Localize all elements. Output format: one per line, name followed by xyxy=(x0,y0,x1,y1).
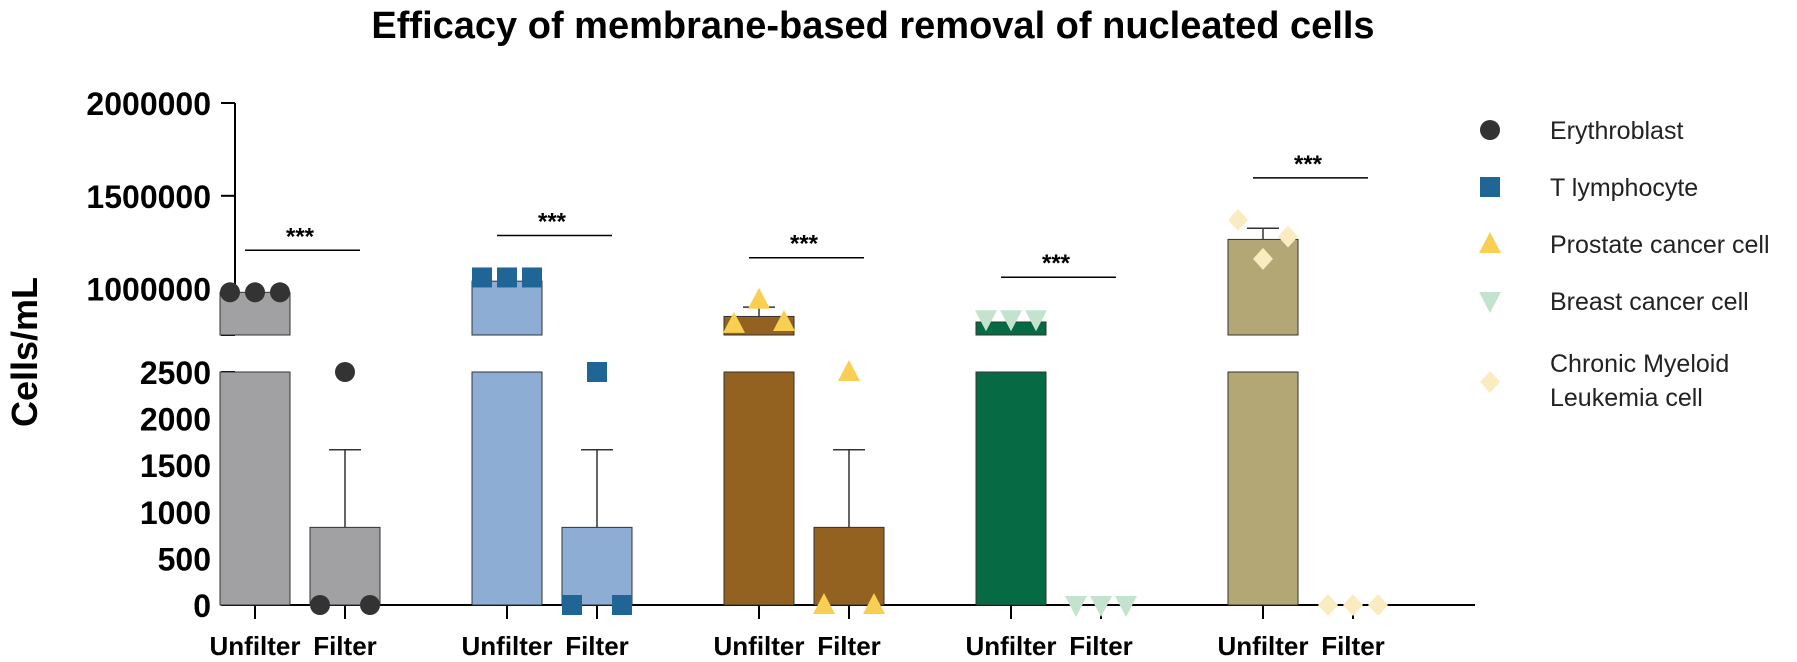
data-point xyxy=(748,287,770,309)
x-tick-label: Unfilter xyxy=(714,631,805,661)
data-point xyxy=(310,595,330,615)
data-point xyxy=(1090,596,1112,617)
chart-marks: *** *** *** *** *** xyxy=(219,120,1501,617)
data-point xyxy=(1318,594,1338,616)
data-point xyxy=(497,267,517,288)
data-point xyxy=(587,362,607,382)
data-point xyxy=(335,362,355,382)
bar-filter xyxy=(309,526,381,606)
x-tick-label: Unfilter xyxy=(1218,631,1309,661)
x-tick-label: Unfilter xyxy=(210,631,301,661)
data-point xyxy=(360,595,380,615)
x-tick-label: Filter xyxy=(1069,631,1133,661)
significance-label: *** xyxy=(790,231,819,258)
legend-label: Chronic Myeloid xyxy=(1550,350,1729,378)
legend-marker xyxy=(1480,177,1500,197)
data-point xyxy=(245,282,265,303)
data-point xyxy=(270,282,290,303)
y-tick-label: 1500000 xyxy=(86,179,211,215)
y-tick-label: 2000 xyxy=(140,402,211,438)
legend-label: T lymphocyte xyxy=(1550,174,1698,202)
data-point xyxy=(723,311,745,333)
data-point xyxy=(1025,310,1047,332)
data-point xyxy=(838,360,860,381)
data-point xyxy=(975,310,997,332)
data-point xyxy=(1065,596,1087,617)
data-point xyxy=(1278,225,1298,248)
data-point xyxy=(1115,596,1137,617)
significance-label: *** xyxy=(1042,250,1071,277)
x-tick-label: Unfilter xyxy=(462,631,553,661)
bar-unfilter xyxy=(471,371,543,606)
data-point xyxy=(773,310,795,332)
significance-label: *** xyxy=(538,208,567,235)
legend-marker xyxy=(1479,232,1501,253)
data-point xyxy=(1343,594,1363,616)
legend-marker xyxy=(1480,120,1500,140)
y-tick-label: 500 xyxy=(158,541,211,577)
y-tick-label: 0 xyxy=(193,588,211,624)
data-point xyxy=(1000,310,1022,332)
bar-unfilter xyxy=(1227,371,1299,606)
y-axis-label: Cells/mL xyxy=(4,277,45,427)
data-point xyxy=(220,282,240,303)
legend-marker xyxy=(1479,292,1501,313)
data-point xyxy=(863,593,885,614)
y-tick-label: 1000 xyxy=(140,495,211,531)
data-point xyxy=(1253,247,1273,270)
y-tick-label: 1000000 xyxy=(86,272,211,308)
bar-filter xyxy=(561,526,633,606)
bar-unfilter-upper xyxy=(471,280,543,336)
x-tick-label: Filter xyxy=(817,631,881,661)
axes: 1000000 1500000 2000000 0 500 1000 1500 2000 250… xyxy=(86,86,1475,661)
y-tick-label: 1500 xyxy=(140,448,211,484)
data-point xyxy=(522,267,542,288)
significance-label: *** xyxy=(286,223,315,250)
bar-unfilter xyxy=(219,371,291,606)
data-point xyxy=(1368,594,1388,616)
legend-marker xyxy=(1480,371,1500,393)
data-point xyxy=(813,593,835,614)
y-tick-label: 2000000 xyxy=(86,86,211,122)
legend-label: Leukemia cell xyxy=(1550,384,1703,412)
significance-label: *** xyxy=(1294,151,1323,178)
x-tick-label: Filter xyxy=(1321,631,1385,661)
data-point xyxy=(472,267,492,288)
legend-label: Breast cancer cell xyxy=(1550,288,1749,316)
x-tick-label: Filter xyxy=(313,631,377,661)
legend-label: Erythroblast xyxy=(1550,117,1683,145)
data-point xyxy=(562,595,582,615)
data-point xyxy=(1228,208,1248,231)
bar-filter xyxy=(813,526,885,606)
x-tick-label: Unfilter xyxy=(966,631,1057,661)
data-point xyxy=(612,595,632,615)
chart-title: Efficacy of membrane-based removal of nu… xyxy=(371,5,1374,47)
bar-unfilter xyxy=(975,371,1047,606)
legend-label: Prostate cancer cell xyxy=(1550,231,1770,259)
x-tick-label: Filter xyxy=(565,631,629,661)
y-tick-label: 2500 xyxy=(140,355,211,391)
bar-unfilter xyxy=(723,371,795,606)
